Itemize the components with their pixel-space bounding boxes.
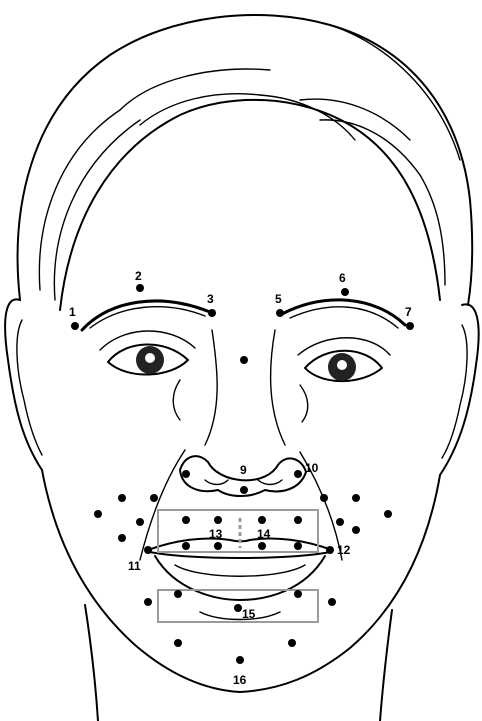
point-labels: 1 2 3 5 6 7 9 10 11 12 13 14 15 16 xyxy=(69,269,412,687)
label-12: 12 xyxy=(337,543,351,557)
label-6: 6 xyxy=(339,271,346,285)
hair-strand xyxy=(140,94,260,125)
right-eye-crease xyxy=(298,338,390,355)
marker-dot xyxy=(182,542,190,550)
right-ear-inner xyxy=(442,325,467,458)
label-11: 11 xyxy=(128,559,141,573)
neck-left xyxy=(85,605,98,721)
marker-dot xyxy=(118,494,126,502)
marker-dot xyxy=(320,494,328,502)
marker-dot xyxy=(214,516,222,524)
label-2: 2 xyxy=(135,269,142,283)
marker-dot xyxy=(326,546,334,554)
marker-dot xyxy=(136,518,144,526)
left-jaw xyxy=(42,470,240,692)
left-ear-inner xyxy=(17,320,42,455)
lower-lip-inner xyxy=(175,565,305,576)
marker-dot xyxy=(174,639,182,647)
label-9: 9 xyxy=(240,463,247,477)
label-10: 10 xyxy=(305,461,319,475)
label-16: 16 xyxy=(233,673,247,687)
nostril-left xyxy=(205,480,228,485)
hair-strand xyxy=(420,175,445,285)
hair-strand xyxy=(300,99,410,140)
marker-dot xyxy=(208,309,216,317)
marker-dot xyxy=(182,470,190,478)
marker-dot xyxy=(294,590,302,598)
upper-lip-box xyxy=(158,510,318,552)
neck-right xyxy=(380,610,392,721)
marker-dot xyxy=(150,494,158,502)
marker-dot xyxy=(288,639,296,647)
nasolabial-fold-left xyxy=(140,450,185,560)
hair-strand xyxy=(54,120,140,300)
marker-dot xyxy=(352,494,360,502)
label-1: 1 xyxy=(69,305,76,319)
marker-dot xyxy=(144,598,152,606)
left-eyebrow xyxy=(82,301,210,330)
marker-dot xyxy=(328,598,336,606)
marker-dot xyxy=(136,284,144,292)
hairline xyxy=(60,100,440,310)
marker-dot xyxy=(336,518,344,526)
marker-dot xyxy=(258,542,266,550)
hair-strand xyxy=(120,69,270,110)
marker-dot xyxy=(294,470,302,478)
cheek-line-left xyxy=(173,380,180,420)
right-jaw xyxy=(240,475,440,692)
marker-dot xyxy=(214,542,222,550)
hair-outline xyxy=(18,15,473,305)
marker-dot xyxy=(352,526,360,534)
nose-bridge-left xyxy=(205,330,217,445)
marker-dot xyxy=(71,322,79,330)
label-5: 5 xyxy=(275,292,282,306)
marker-dot xyxy=(294,516,302,524)
hair-strand xyxy=(320,120,420,175)
marker-dot xyxy=(406,322,414,330)
marker-dot xyxy=(276,309,284,317)
label-3: 3 xyxy=(207,292,214,306)
marker-dot xyxy=(294,542,302,550)
cheek-line-right xyxy=(300,385,308,422)
label-7: 7 xyxy=(405,305,412,319)
marker-dot xyxy=(240,356,248,364)
hair-strand xyxy=(330,25,460,160)
left-pupil xyxy=(145,353,155,363)
marker-dot xyxy=(240,486,248,494)
label-13: 13 xyxy=(209,527,223,541)
label-15: 15 xyxy=(242,607,256,621)
marker-dot xyxy=(236,656,244,664)
marker-dot xyxy=(94,510,102,518)
eyebrows xyxy=(82,300,405,330)
marker-dot xyxy=(174,590,182,598)
marker-dot xyxy=(384,510,392,518)
marker-dot xyxy=(258,516,266,524)
marker-dot xyxy=(144,546,152,554)
marker-dot xyxy=(234,604,242,612)
nostril-right xyxy=(258,480,282,485)
nose-bridge-right xyxy=(271,330,285,445)
label-14: 14 xyxy=(257,527,271,541)
right-eyebrow xyxy=(282,300,405,325)
right-pupil xyxy=(337,360,347,370)
marker-dot xyxy=(182,516,190,524)
marker-dot xyxy=(341,288,349,296)
chin-crease xyxy=(200,612,280,620)
right-ear xyxy=(440,304,479,475)
eyes xyxy=(100,331,390,381)
hair-strand xyxy=(39,110,120,290)
marker-dot xyxy=(118,534,126,542)
